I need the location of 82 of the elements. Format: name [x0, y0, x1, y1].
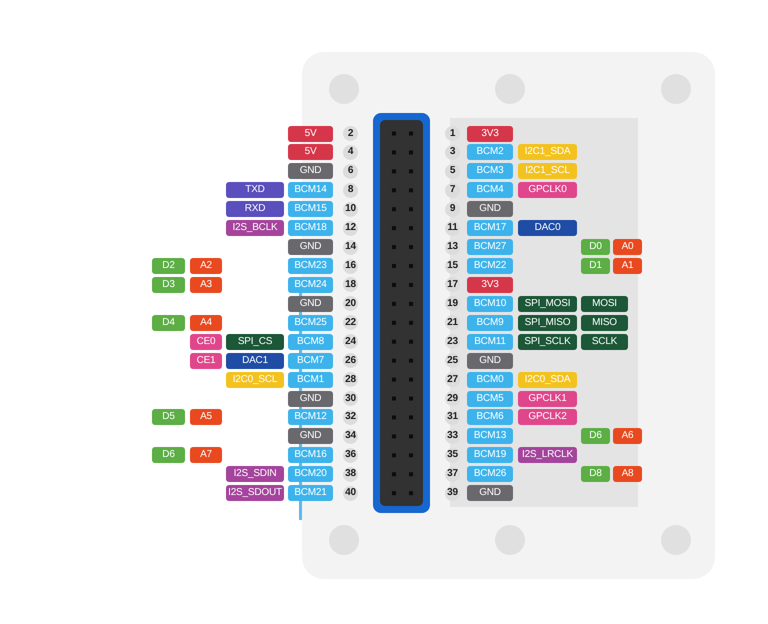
- function-tag: DAC0: [518, 220, 577, 236]
- gpio-tag: BCM17: [467, 220, 513, 236]
- function-tag: SPI_SCLK: [518, 334, 577, 350]
- gpio-tag: BCM10: [467, 296, 513, 312]
- gpio-tag: BCM15: [288, 201, 333, 218]
- gpio-tag: BCM2: [467, 144, 513, 160]
- function-tag: GPCLK1: [518, 390, 577, 407]
- gpio-tag: BCM26: [467, 466, 513, 482]
- gpio-tag: BCM25: [288, 314, 333, 331]
- gpio-tag: BCM1: [288, 372, 333, 388]
- gpio-tag: BCM18: [288, 220, 333, 236]
- function-tag: SPI_MISO: [518, 314, 577, 331]
- gpio-tag: BCM6: [467, 409, 513, 426]
- function-tag: I2C0_SDA: [518, 372, 577, 388]
- function-tag: I2C1_SDA: [518, 144, 577, 160]
- gpio-tag: BCM20: [288, 466, 333, 482]
- power-tag: 5V: [288, 126, 333, 142]
- function-tag: D4: [152, 314, 185, 331]
- gpio-tag: BCM16: [288, 447, 333, 464]
- function-tag: A4: [190, 314, 222, 331]
- ground-tag: GND: [288, 296, 333, 312]
- gpio-tag: BCM3: [467, 163, 513, 180]
- ground-tag: GND: [288, 428, 333, 444]
- function-tag: I2S_SDIN: [226, 466, 284, 482]
- function-tag: MISO: [581, 314, 628, 331]
- gpio-tag: BCM5: [467, 390, 513, 407]
- gpio-tag: BCM0: [467, 372, 513, 388]
- power-tag: 3V3: [467, 126, 513, 142]
- function-tag: D1: [581, 258, 610, 274]
- gpio-tag: BCM12: [288, 409, 333, 426]
- function-tag: D0: [581, 239, 610, 256]
- gpio-tag: BCM9: [467, 314, 513, 331]
- function-tag: SPI_MOSI: [518, 296, 577, 312]
- function-tag: TXD: [226, 182, 284, 198]
- gpio-tag: BCM4: [467, 182, 513, 198]
- power-tag: 5V: [288, 144, 333, 160]
- function-tag: SCLK: [581, 334, 628, 350]
- function-tag: A0: [613, 239, 642, 256]
- ground-tag: GND: [467, 201, 513, 218]
- gpio-tag: BCM21: [288, 485, 333, 502]
- function-tag: CE1: [190, 352, 222, 369]
- function-tag: A1: [613, 258, 642, 274]
- function-tag: D3: [152, 276, 185, 293]
- function-tag: D2: [152, 258, 185, 274]
- function-tag: I2S_LRCLK: [518, 447, 577, 464]
- function-tag: A6: [613, 428, 642, 444]
- function-tag: GPCLK0: [518, 182, 577, 198]
- function-tag: I2S_SDOUT: [226, 485, 284, 502]
- function-tag: D8: [581, 466, 610, 482]
- gpio-tag: BCM8: [288, 334, 333, 350]
- gpio-tag: BCM13: [467, 428, 513, 444]
- gpio-tag: BCM7: [288, 352, 333, 369]
- function-tag: D6: [581, 428, 610, 444]
- gpio-tag: BCM27: [467, 239, 513, 256]
- function-tag: GPCLK2: [518, 409, 577, 426]
- function-tag: A7: [190, 447, 222, 464]
- ground-tag: GND: [467, 352, 513, 369]
- gpio-tag: BCM24: [288, 276, 333, 293]
- function-tag: A5: [190, 409, 222, 426]
- ground-tag: GND: [288, 390, 333, 407]
- function-tag: MOSI: [581, 296, 628, 312]
- function-tag: I2C1_SCL: [518, 163, 577, 180]
- gpio-tag: BCM14: [288, 182, 333, 198]
- ground-tag: GND: [288, 239, 333, 256]
- function-tag: I2C0_SCL: [226, 372, 284, 388]
- function-tag: I2S_BCLK: [226, 220, 284, 236]
- function-tag: RXD: [226, 201, 284, 218]
- gpio-tag: BCM22: [467, 258, 513, 274]
- gpio-tag: BCM19: [467, 447, 513, 464]
- gpio-tag: BCM23: [288, 258, 333, 274]
- power-tag: 3V3: [467, 276, 513, 293]
- function-tag: DAC1: [226, 352, 284, 369]
- ground-tag: GND: [467, 485, 513, 502]
- function-tag: D6: [152, 447, 185, 464]
- gpio-tag: BCM11: [467, 334, 513, 350]
- ground-tag: GND: [288, 163, 333, 180]
- function-tag: CE0: [190, 334, 222, 350]
- function-tag: SPI_CS: [226, 334, 284, 350]
- function-tag: A3: [190, 276, 222, 293]
- function-tag: A2: [190, 258, 222, 274]
- function-tag: D5: [152, 409, 185, 426]
- function-tag: A8: [613, 466, 642, 482]
